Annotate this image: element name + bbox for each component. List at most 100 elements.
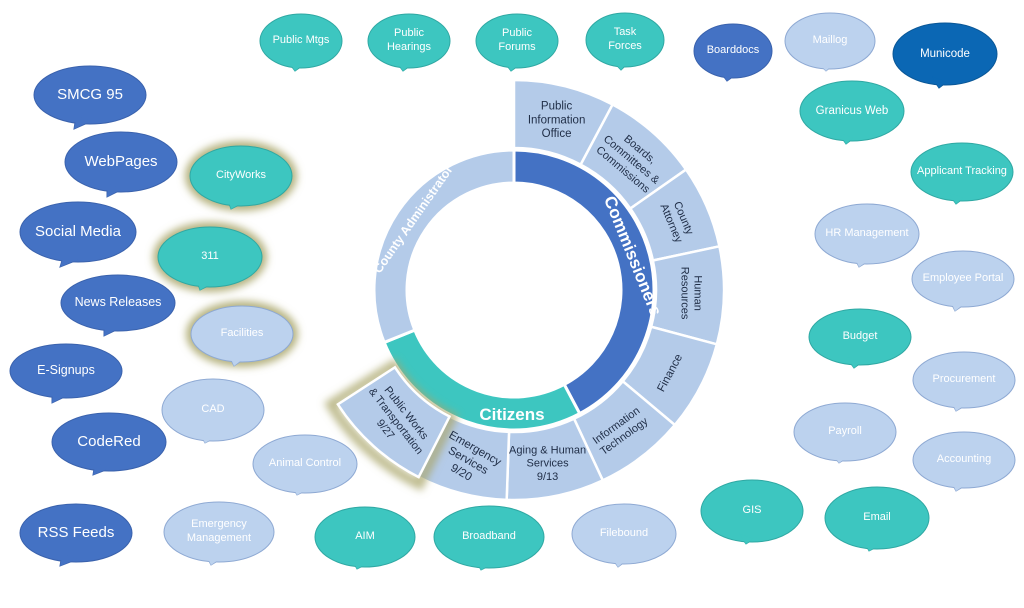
bubble-tail-fill-311: [197, 278, 211, 290]
county-administrator-label: County Administrator: [371, 163, 456, 276]
bubble-tail-fill-municode: [932, 76, 946, 88]
bubble-tail-fill-cityworks: [228, 197, 242, 209]
bubble-tail-fill-facilities: [229, 354, 243, 366]
bubble-shape-granicus-web: [799, 80, 905, 145]
bubble-body-applicant-tracking: [910, 142, 1014, 202]
bubble-shape-311: [153, 222, 267, 292]
bubble-body-procurement: [912, 351, 1016, 409]
bubble-tail-fill-emergency-management: [206, 553, 220, 565]
bubble-shape-social-media: [19, 201, 137, 268]
bubble-tail-fill-webpages: [107, 183, 122, 197]
bubble-tail-fill-rss-feeds: [60, 553, 77, 566]
segment-public-works-transportation[interactable]: [336, 365, 452, 479]
bubble-shape-e-signups: [9, 343, 123, 404]
bubble-tail-fill-smcg-95: [74, 115, 91, 129]
bubble-tail-fill-public-mtgs: [288, 60, 302, 71]
bubble-tail-fill-broadband: [476, 559, 490, 570]
bubble-shape-gis: [700, 479, 804, 545]
bubble-body-news-releases: [60, 274, 176, 332]
bubble-body-e-signups: [9, 343, 123, 399]
bubble-tail-fill-accounting: [951, 480, 965, 491]
bubble-tail-fill-animal-control: [292, 484, 306, 495]
bubble-shape-municode: [892, 22, 998, 89]
bubble-body-payroll: [793, 402, 897, 462]
bubble-body-public-mtgs: [259, 13, 343, 69]
bubble-body-smcg-95: [33, 65, 147, 125]
bubble-tail-fill-boarddocs: [720, 70, 734, 81]
bubble-shape-public-mtgs: [259, 13, 343, 72]
bubble-shape-email: [824, 486, 930, 552]
citizens-label: Citizens: [479, 405, 544, 424]
bubble-shape-employee-portal: [911, 250, 1015, 312]
bubble-body-email: [824, 486, 930, 550]
bubble-body-filebound: [571, 503, 677, 565]
bubble-body-social-media: [19, 201, 137, 263]
bubble-body-animal-control: [252, 434, 358, 494]
commissioners-segment: [512, 148, 656, 416]
bubble-body-budget: [808, 308, 912, 366]
bubble-body-cad: [161, 378, 265, 442]
bubble-body-gis: [700, 479, 804, 543]
bubble-tail-fill-applicant-tracking: [949, 192, 963, 204]
bubble-shape-hr-management: [814, 203, 920, 268]
bubble-body-boarddocs: [693, 23, 773, 79]
bubble-body-public-forums: [475, 13, 559, 69]
bubble-tail-fill-cad: [200, 432, 214, 443]
bubble-tail-fill-gis: [739, 533, 753, 544]
bubble-body-granicus-web: [799, 80, 905, 142]
bubble-shape-smcg-95: [33, 65, 147, 130]
bubble-body-webpages: [64, 131, 178, 193]
bubble-shape-accounting: [912, 431, 1016, 492]
bubble-tail-fill-hr-management: [854, 255, 868, 267]
bubble-shape-broadband: [433, 505, 545, 571]
bubble-tail-fill-social-media: [60, 253, 79, 267]
county-administrator-segment: [372, 148, 516, 345]
bubble-tail-fill-employee-portal: [950, 299, 964, 311]
bubble-tail-fill-payroll: [832, 452, 846, 463]
bubble-tail-fill-public-forums: [504, 60, 518, 71]
bubble-body-rss-feeds: [19, 503, 133, 563]
bubble-body-employee-portal: [911, 250, 1015, 308]
bubble-tail-fill-public-hearings: [396, 60, 410, 71]
bubble-shape-maillog: [784, 12, 876, 72]
bubble-tail-fill-email: [864, 540, 878, 551]
bubble-shape-facilities: [186, 301, 298, 367]
bubble-body-aim: [314, 506, 416, 568]
bubble-shape-budget: [808, 308, 912, 369]
bubble-shape-cad: [161, 378, 265, 444]
bubble-body-emergency-management: [163, 501, 275, 563]
bubble-shape-procurement: [912, 351, 1016, 412]
bubble-shape-task-forces: [585, 12, 665, 71]
bubble-shape-rss-feeds: [19, 503, 133, 567]
bubble-shape-public-forums: [475, 13, 559, 72]
bubble-body-maillog: [784, 12, 876, 70]
bubble-tail-fill-budget: [847, 357, 861, 368]
bubble-body-cityworks: [189, 145, 293, 207]
bubble-body-311: [157, 226, 263, 288]
bubble-body-accounting: [912, 431, 1016, 489]
bubble-shape-aim: [314, 506, 416, 570]
bubble-tail-fill-granicus-web: [839, 132, 853, 144]
bubble-tail-fill-maillog: [817, 61, 831, 71]
bubble-body-facilities: [190, 305, 294, 363]
bubble-shape-webpages: [64, 131, 178, 198]
bubble-body-public-hearings: [367, 13, 451, 69]
bubble-shape-cityworks: [185, 141, 297, 211]
bubble-shape-animal-control: [252, 434, 358, 496]
bubble-shape-payroll: [793, 402, 897, 464]
bubble-body-broadband: [433, 505, 545, 569]
bubble-body-hr-management: [814, 203, 920, 265]
bubble-shape-boarddocs: [693, 23, 773, 82]
bubble-tail-fill-aim: [352, 558, 366, 569]
bubble-tail-fill-e-signups: [52, 390, 67, 403]
bubble-body-task-forces: [585, 12, 665, 68]
bubble-shape-news-releases: [60, 274, 176, 337]
bubble-shape-coderred: [51, 412, 167, 476]
bubble-tail-fill-coderred: [93, 462, 110, 475]
bubble-tail-fill-news-releases: [104, 323, 119, 336]
bubble-shape-filebound: [571, 503, 677, 568]
bubble-shape-emergency-management: [163, 501, 275, 566]
